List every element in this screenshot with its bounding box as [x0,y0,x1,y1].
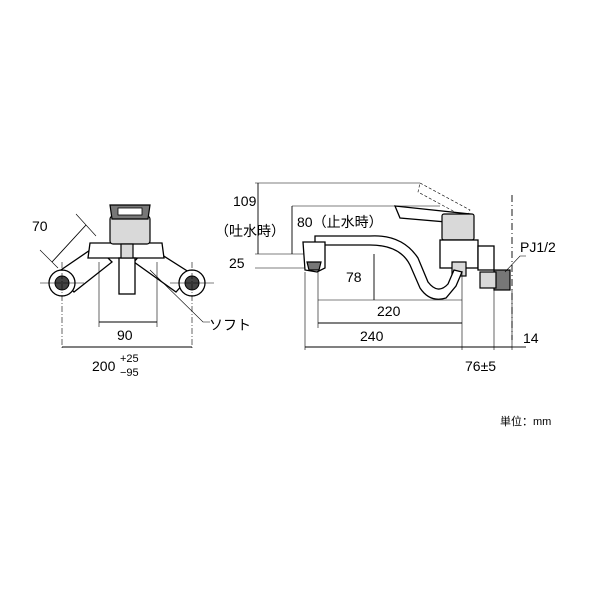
dim-109-label: 109 [233,193,257,209]
dim-70-ext-a [39,249,59,269]
dim-70-line [51,224,87,263]
pj-leader [504,255,526,273]
dim-200-tol-plus: +25 [120,353,139,365]
soft-label: ソフト [209,317,251,333]
side-view: 109 （吐水時） 80（止水時） 25 78 [215,182,556,374]
spout-tip [120,243,134,259]
spout-head-tip [306,261,322,271]
dim-70-ext-b [75,213,97,237]
cartridge-body [441,213,475,241]
connector-arm [477,245,495,271]
unit-label: 単位：mm [500,414,551,428]
wall-union [479,271,497,289]
dim-14-label: 14 [523,330,539,346]
dim-78-label: 78 [346,269,362,285]
dim-80-label: 80（止水時） [297,214,383,230]
soft-leader [149,269,210,323]
dim-240-label: 240 [360,328,384,344]
dim-200-tol-minus: −95 [120,367,139,379]
dim-70-label: 70 [32,218,48,234]
pj-label: PJ1/2 [520,239,556,255]
dim-76-label: 76±5 [465,358,496,374]
dim-90-label: 90 [117,327,133,343]
spout-pipe [314,235,463,300]
dim-220-label: 220 [377,303,401,319]
dim-25-label: 25 [229,255,245,271]
dim-109-note: （吐水時） [215,223,285,239]
spout-outlet [118,257,136,295]
dim-200-label: 200 [92,358,116,374]
lever-highlight [117,207,143,216]
lever-base [109,215,151,245]
front-view: 70 90 200 +25 −95 ソフト [32,204,251,379]
